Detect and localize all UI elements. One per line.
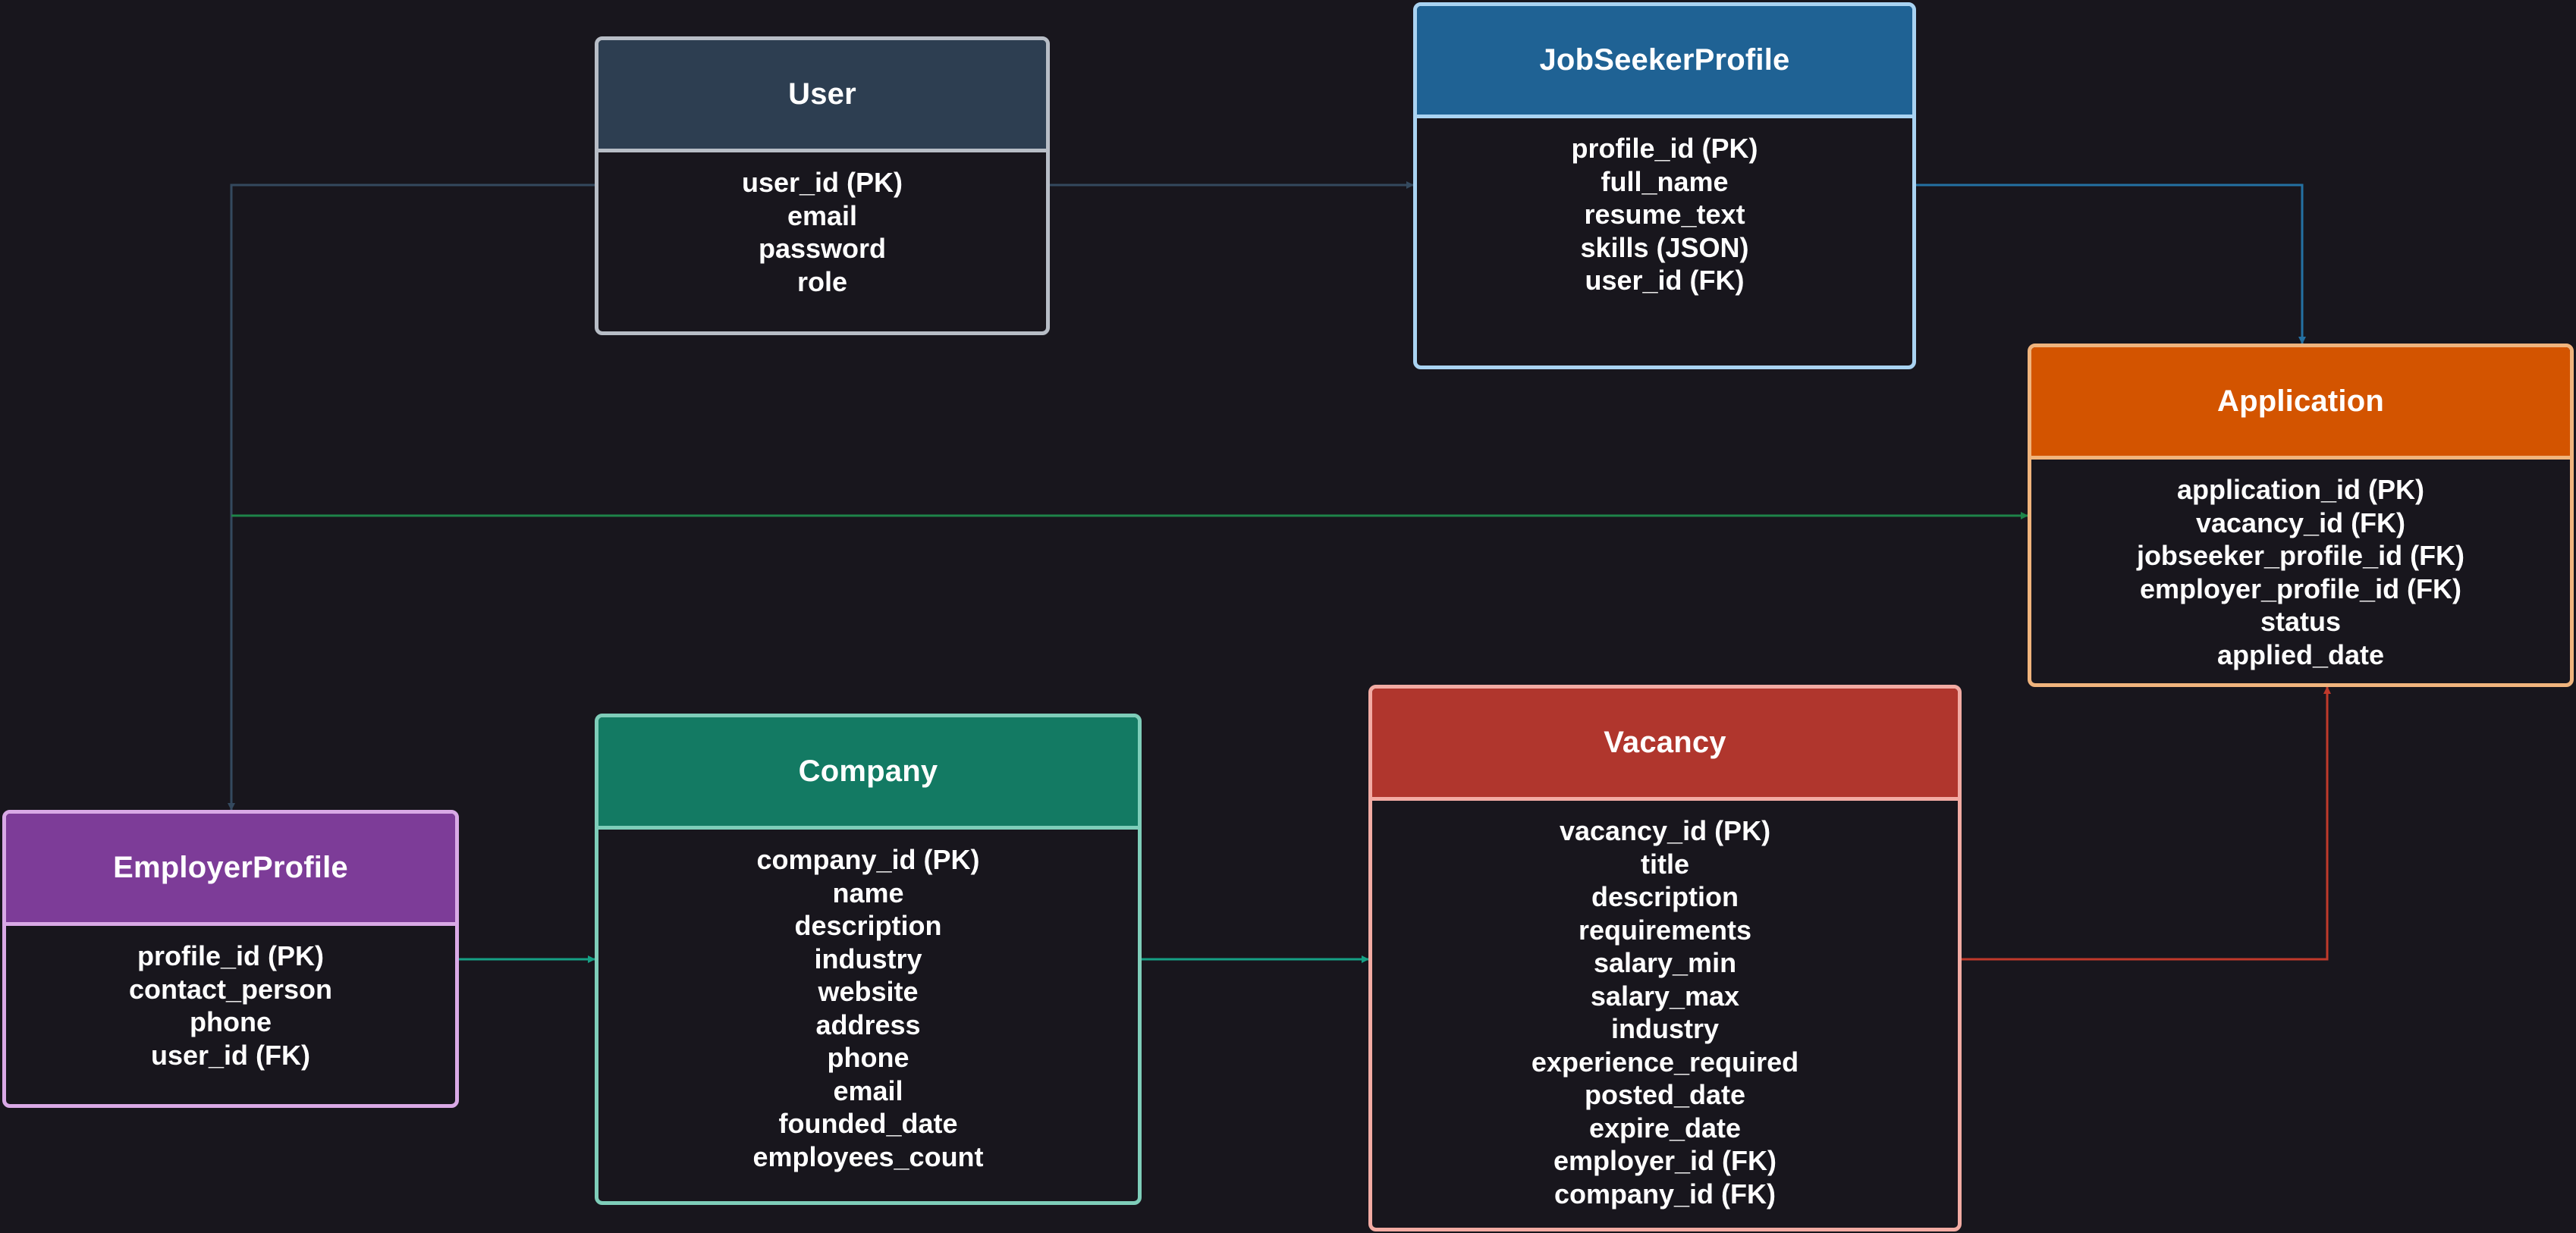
entity-field: profile_id (PK) — [1571, 133, 1758, 164]
entity-field: password — [758, 233, 887, 264]
entity-field: employer_id (FK) — [1553, 1145, 1777, 1176]
entity-field: description — [1591, 881, 1739, 912]
entity-field: resume_text — [1584, 199, 1745, 230]
entity-field: skills (JSON) — [1580, 231, 1749, 263]
entity-field: industry — [1610, 1013, 1719, 1044]
entity-title: Company — [798, 755, 938, 788]
entity-field: industry — [814, 943, 922, 974]
entity-field: company_id (FK) — [1553, 1178, 1776, 1209]
entity-field: vacancy_id (FK) — [2195, 507, 2406, 538]
entity-application[interactable]: Application application_id (PK)vacancy_i… — [2028, 344, 2574, 687]
entity-field: salary_max — [1590, 980, 1740, 1012]
entity-header: User — [598, 40, 1046, 152]
entity-header: Vacancy — [1372, 689, 1958, 801]
entity-field: vacancy_id (PK) — [1559, 815, 1771, 846]
entity-field: jobseeker_profile_id (FK) — [2136, 540, 2465, 571]
entity-field: phone — [190, 1006, 272, 1037]
entity-field: founded_date — [778, 1108, 958, 1139]
entity-field: salary_min — [1593, 947, 1737, 978]
entity-field: status — [2260, 606, 2342, 637]
edge-user-to-employer — [228, 184, 596, 811]
edge-vacancy-to-application — [1960, 686, 2331, 961]
entity-fields: application_id (PK)vacancy_id (FK)jobsee… — [2031, 460, 2570, 671]
entity-field: website — [818, 976, 919, 1007]
entity-header: JobSeekerProfile — [1417, 6, 1912, 118]
entity-field: application_id (PK) — [2176, 474, 2425, 505]
entity-field: employer_profile_id (FK) — [2139, 573, 2462, 604]
entity-field: requirements — [1578, 914, 1752, 946]
entity-title: User — [788, 77, 856, 111]
entity-field: employees_count — [752, 1140, 984, 1172]
entity-field: user_id (FK) — [1585, 265, 1745, 296]
entity-field: name — [832, 877, 904, 908]
entity-header: EmployerProfile — [6, 814, 455, 926]
entity-field: user_id (FK) — [150, 1039, 311, 1071]
entity-field: user_id (PK) — [741, 167, 903, 198]
entity-field: experience_required — [1531, 1046, 1799, 1078]
edge-jobseeker-to-application — [1915, 184, 2306, 344]
entity-title: EmployerProfile — [113, 851, 348, 884]
entity-employerprofile[interactable]: EmployerProfile profile_id (PK)contact_p… — [2, 810, 459, 1108]
entity-title: Vacancy — [1604, 726, 1726, 759]
entity-field: description — [794, 910, 942, 941]
entity-field: address — [815, 1009, 921, 1040]
entity-field: expire_date — [1588, 1112, 1742, 1144]
entity-field: company_id (PK) — [756, 844, 980, 875]
entity-field: full_name — [1601, 165, 1729, 197]
entity-field: role — [796, 265, 848, 297]
entity-title: Application — [2217, 384, 2384, 418]
entity-header: Company — [598, 717, 1138, 830]
entity-field: title — [1640, 848, 1689, 880]
entity-field: email — [833, 1075, 903, 1106]
entity-title: JobSeekerProfile — [1539, 43, 1790, 77]
entity-field: applied_date — [2216, 638, 2385, 670]
entity-field: profile_id (PK) — [137, 940, 324, 971]
entity-field: contact_person — [128, 973, 333, 1005]
entity-header: Application — [2031, 347, 2570, 460]
entity-field: email — [787, 199, 858, 231]
entity-jobseekerprofile[interactable]: JobSeekerProfile profile_id (PK)full_nam… — [1413, 2, 1916, 369]
entity-field: phone — [827, 1042, 909, 1073]
entity-field: posted_date — [1584, 1079, 1746, 1110]
